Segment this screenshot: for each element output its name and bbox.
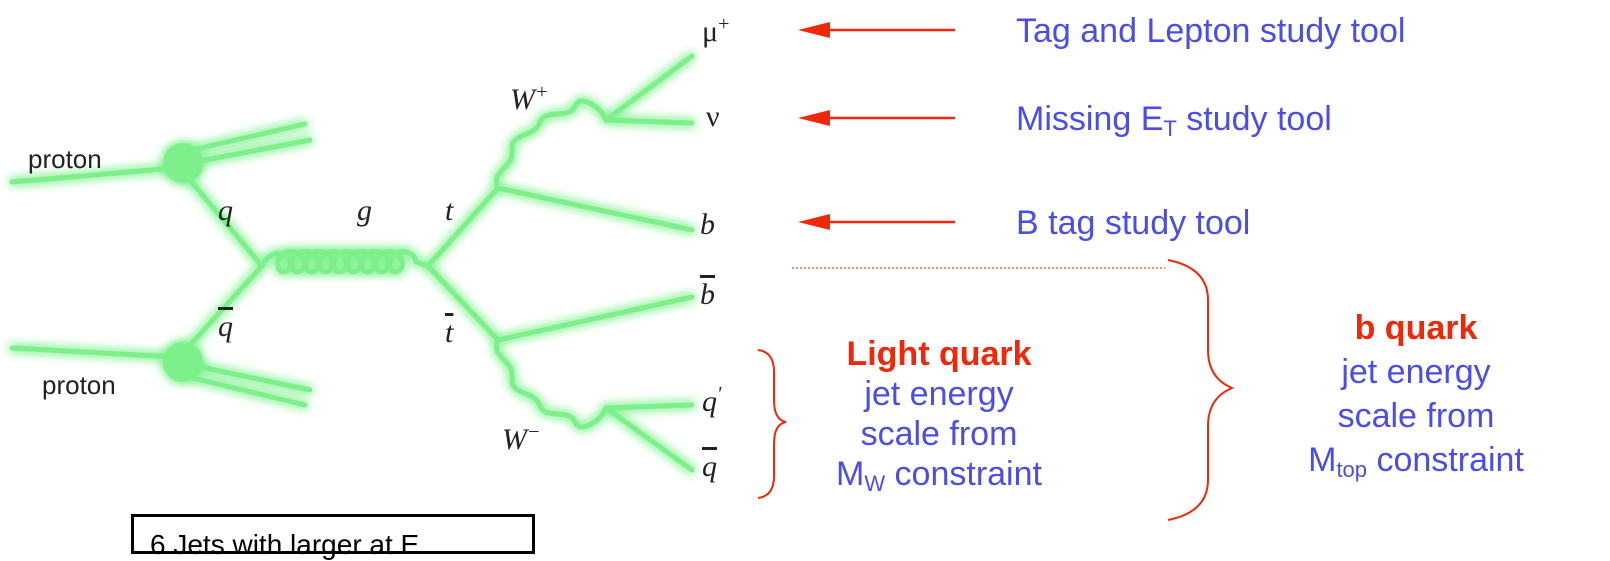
tool-arrows	[798, 22, 955, 230]
q-prime-sup: '	[717, 383, 721, 405]
w-minus-wave	[496, 340, 606, 427]
q-prime-label: q'	[702, 384, 721, 417]
proton-blob-bottom	[163, 342, 203, 382]
btag-tool-label: B tag study tool	[1016, 206, 1250, 240]
neutrino-line	[606, 120, 692, 123]
mw-suffix: constraint	[885, 455, 1042, 493]
gluon-label: g	[357, 196, 372, 226]
b-quark-line1: jet energy	[1236, 350, 1596, 394]
b-quark-line3: Mtop constraint	[1236, 438, 1596, 492]
missing-et-suffix: study tool	[1177, 100, 1332, 138]
tag-lepton-tool-label: Tag and Lepton study tool	[1016, 14, 1405, 48]
mtop-prefix: M	[1308, 441, 1336, 479]
light-quark-line1: jet energy	[784, 374, 1094, 414]
w-plus-sup: +	[535, 81, 549, 103]
jets-info-box: 6 Jets with larger at E	[131, 514, 535, 554]
b-quark-brace	[1168, 260, 1232, 520]
remnant-bottom-a	[196, 366, 310, 390]
arrow-head-met	[798, 110, 830, 126]
bbar-quark-line	[498, 297, 692, 340]
arrow-head-tag	[798, 22, 830, 38]
remnant-bottom-b	[193, 378, 305, 405]
q-prime-line	[606, 405, 692, 408]
feynman-lines	[12, 56, 692, 470]
proton-label-bottom: proton	[42, 372, 116, 398]
jets-info-text: 6 Jets with larger at E	[150, 529, 419, 561]
b-quark-block: b quark jet energy scale from Mtop const…	[1236, 306, 1596, 492]
w-minus-label: W−	[502, 422, 541, 455]
b-quark-line2: scale from	[1236, 394, 1596, 438]
mtop-suffix: constraint	[1367, 441, 1524, 479]
w-plus-symbol: W	[510, 83, 535, 116]
qbar-line	[606, 408, 692, 470]
antitop-label: t	[445, 318, 453, 348]
muon-symbol: μ	[702, 15, 718, 48]
proton-blob-top	[163, 143, 203, 183]
light-quark-title: Light quark	[784, 334, 1094, 374]
light-quark-block: Light quark jet energy scale from MW con…	[784, 334, 1094, 504]
b-label: b	[700, 210, 715, 240]
muon-label: μ+	[702, 14, 729, 47]
muon-line	[606, 56, 692, 120]
b-quark-title: b quark	[1236, 306, 1596, 350]
w-minus-sup: −	[527, 421, 541, 443]
proton-line-bottom	[12, 348, 175, 357]
b-quark-line	[498, 188, 692, 230]
light-quark-line3: MW constraint	[784, 454, 1094, 504]
mw-sub: W	[864, 471, 885, 496]
w-minus-symbol: W	[502, 423, 527, 456]
q-prime-symbol: q	[702, 385, 717, 418]
antitop-quark-line	[428, 266, 498, 340]
gluon-coil	[262, 252, 428, 272]
bbar-label: b	[700, 280, 715, 310]
top-label: t	[445, 196, 453, 226]
muon-sup: +	[718, 13, 729, 35]
missing-et-prefix: Missing E	[1016, 100, 1163, 138]
quark-label: q	[218, 196, 233, 226]
qbar-right-label: q	[702, 452, 717, 482]
missing-et-tool-label: Missing ET study tool	[1016, 102, 1332, 140]
mw-prefix: M	[836, 455, 864, 493]
w-plus-label: W+	[510, 82, 549, 115]
antiquark-label: q	[218, 312, 233, 342]
light-quark-line2: scale from	[784, 414, 1094, 454]
top-quark-line	[428, 188, 498, 266]
proton-label-top: proton	[28, 146, 102, 172]
neutrino-label: ν	[706, 102, 720, 132]
missing-et-sub: T	[1163, 116, 1176, 141]
light-quark-brace	[758, 350, 786, 498]
arrow-head-btag	[798, 214, 830, 230]
mtop-sub: top	[1336, 457, 1367, 482]
